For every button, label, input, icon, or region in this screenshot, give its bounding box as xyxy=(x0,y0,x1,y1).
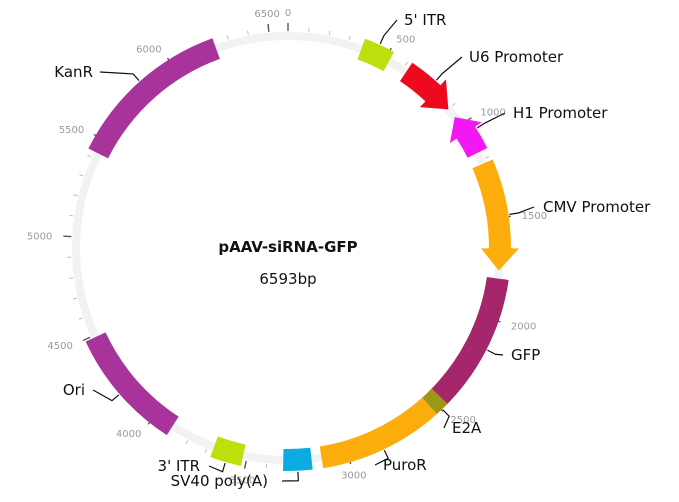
minor-tick xyxy=(205,449,207,453)
feature-label-e2a: E2A xyxy=(452,419,482,437)
leader-line-e2a xyxy=(443,410,449,428)
feature-cmv-promoter[interactable] xyxy=(472,159,519,270)
feature-label-u6-promoter: U6 Promoter xyxy=(469,48,564,66)
minor-tick xyxy=(80,175,84,176)
feature-label-3-itr: 3' ITR xyxy=(158,457,200,475)
minor-tick xyxy=(69,278,73,279)
minor-tick xyxy=(186,440,188,444)
tick-label: 5500 xyxy=(59,125,84,136)
minor-tick xyxy=(87,155,91,157)
tick-label: 2000 xyxy=(511,322,536,333)
minor-tick xyxy=(248,31,249,35)
minor-tick xyxy=(329,31,330,35)
minor-tick xyxy=(73,298,77,299)
plasmid-size: 6593bp xyxy=(259,270,316,288)
leader-line-u6-promoter xyxy=(436,57,462,80)
feature-ori[interactable] xyxy=(86,332,179,435)
feature-label-gfp: GFP xyxy=(511,346,540,364)
tick-label: 500 xyxy=(396,34,415,45)
feature-gfp[interactable] xyxy=(428,277,509,408)
tick-label: 6500 xyxy=(254,9,279,20)
plasmid-name: pAAV-siRNA-GFP xyxy=(218,238,357,256)
feature-5-itr[interactable] xyxy=(357,39,394,71)
tick-label: 5000 xyxy=(27,232,52,243)
feature-label-cmv-promoter: CMV Promoter xyxy=(543,198,651,216)
feature-label-kanr: KanR xyxy=(54,63,93,81)
leader-line-gfp xyxy=(487,350,503,355)
minor-tick xyxy=(69,215,73,216)
leader-line-3-itr xyxy=(209,463,225,472)
feature-label-h1-promoter: H1 Promoter xyxy=(513,104,608,122)
minor-tick xyxy=(74,195,78,196)
minor-tick xyxy=(405,62,407,65)
leader-line-sv40-polya xyxy=(282,472,298,481)
tick-label: 0 xyxy=(285,8,291,19)
feature-sv40-polya[interactable] xyxy=(283,448,313,471)
leader-line-kanr xyxy=(100,72,139,81)
tick-label: 4000 xyxy=(116,429,141,440)
feature-h1-promoter[interactable] xyxy=(450,117,487,158)
minor-tick xyxy=(452,103,455,106)
feature-label-puror: PuroR xyxy=(383,456,427,474)
minor-tick xyxy=(349,36,350,40)
tick-label: 3000 xyxy=(341,471,366,482)
feature-label-5-itr: 5' ITR xyxy=(404,11,446,29)
major-tick xyxy=(268,24,269,32)
tick-label: 4500 xyxy=(47,341,72,352)
minor-tick xyxy=(485,156,489,158)
feature-3-itr[interactable] xyxy=(210,436,245,466)
major-tick xyxy=(245,461,247,469)
tick-label: 6000 xyxy=(136,45,161,56)
feature-label-ori: Ori xyxy=(63,381,85,399)
leader-line-5-itr xyxy=(380,20,397,44)
tick-label: 1000 xyxy=(480,107,505,118)
leader-line-ori xyxy=(93,390,119,401)
minor-tick xyxy=(79,318,83,319)
feature-kanr[interactable] xyxy=(88,38,219,158)
minor-tick xyxy=(227,36,228,40)
